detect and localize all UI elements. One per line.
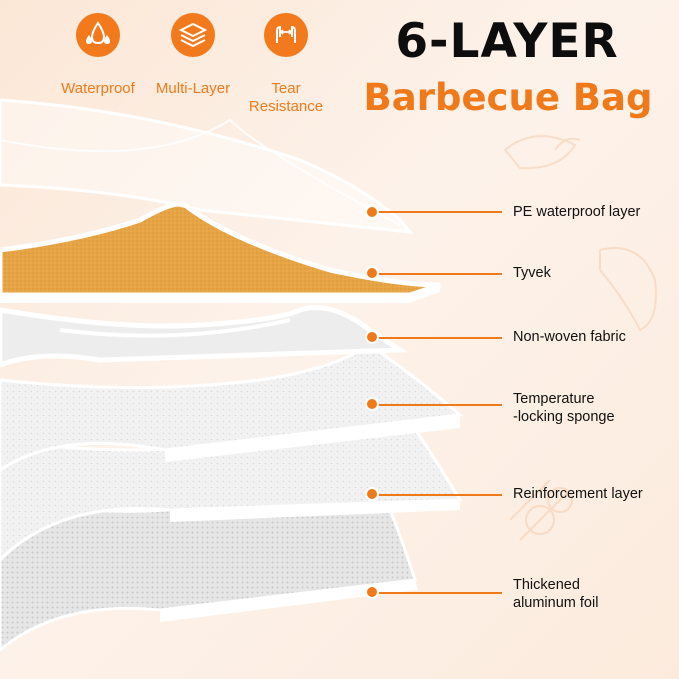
tearing-hands-icon bbox=[276, 25, 296, 43]
layer-label-tyvek: Tyvek bbox=[513, 265, 551, 281]
callout-dot-non-woven bbox=[367, 332, 377, 342]
badge-label-multi-layer: Multi-Layer bbox=[155, 80, 231, 97]
callout-dot-sponge bbox=[367, 399, 377, 409]
layer-label-reinforcement: Reinforcement layer bbox=[513, 486, 643, 502]
callout-line-reinforcement bbox=[372, 494, 502, 496]
callout-dot-reinforcement bbox=[367, 489, 377, 499]
layer-label-sponge: Temperature -locking sponge bbox=[513, 391, 615, 425]
title-six-layer: 6-LAYER bbox=[395, 14, 619, 69]
waterproof-badge bbox=[76, 13, 120, 57]
callout-line-aluminum bbox=[372, 592, 502, 594]
callout-line-pe bbox=[372, 211, 502, 213]
layer-label-pe: PE waterproof layer bbox=[513, 204, 641, 220]
water-drops-icon bbox=[86, 21, 110, 45]
layer-label-non-woven: Non-woven fabric bbox=[513, 329, 626, 345]
callout-dot-pe bbox=[367, 207, 377, 217]
stacked-layers-icon bbox=[178, 22, 208, 48]
badge-label-tear-resistance: Tear Resistance bbox=[248, 80, 324, 115]
callout-dot-aluminum bbox=[367, 587, 377, 597]
title-barbecue-bag: Barbecue Bag bbox=[363, 76, 653, 119]
pe-waterproof-layer bbox=[0, 98, 414, 234]
callout-line-non-woven bbox=[372, 337, 502, 339]
badge-label-waterproof: Waterproof bbox=[61, 80, 135, 97]
tear-resistance-badge bbox=[264, 13, 308, 57]
non-woven-fabric-layer bbox=[0, 305, 408, 368]
callout-line-sponge bbox=[372, 404, 502, 406]
tyvek-layer bbox=[0, 201, 441, 298]
callout-dot-tyvek bbox=[367, 268, 377, 278]
multi-layer-badge bbox=[171, 13, 215, 57]
callout-line-tyvek bbox=[372, 273, 502, 275]
layer-label-aluminum: Thickened aluminum foil bbox=[513, 577, 599, 611]
